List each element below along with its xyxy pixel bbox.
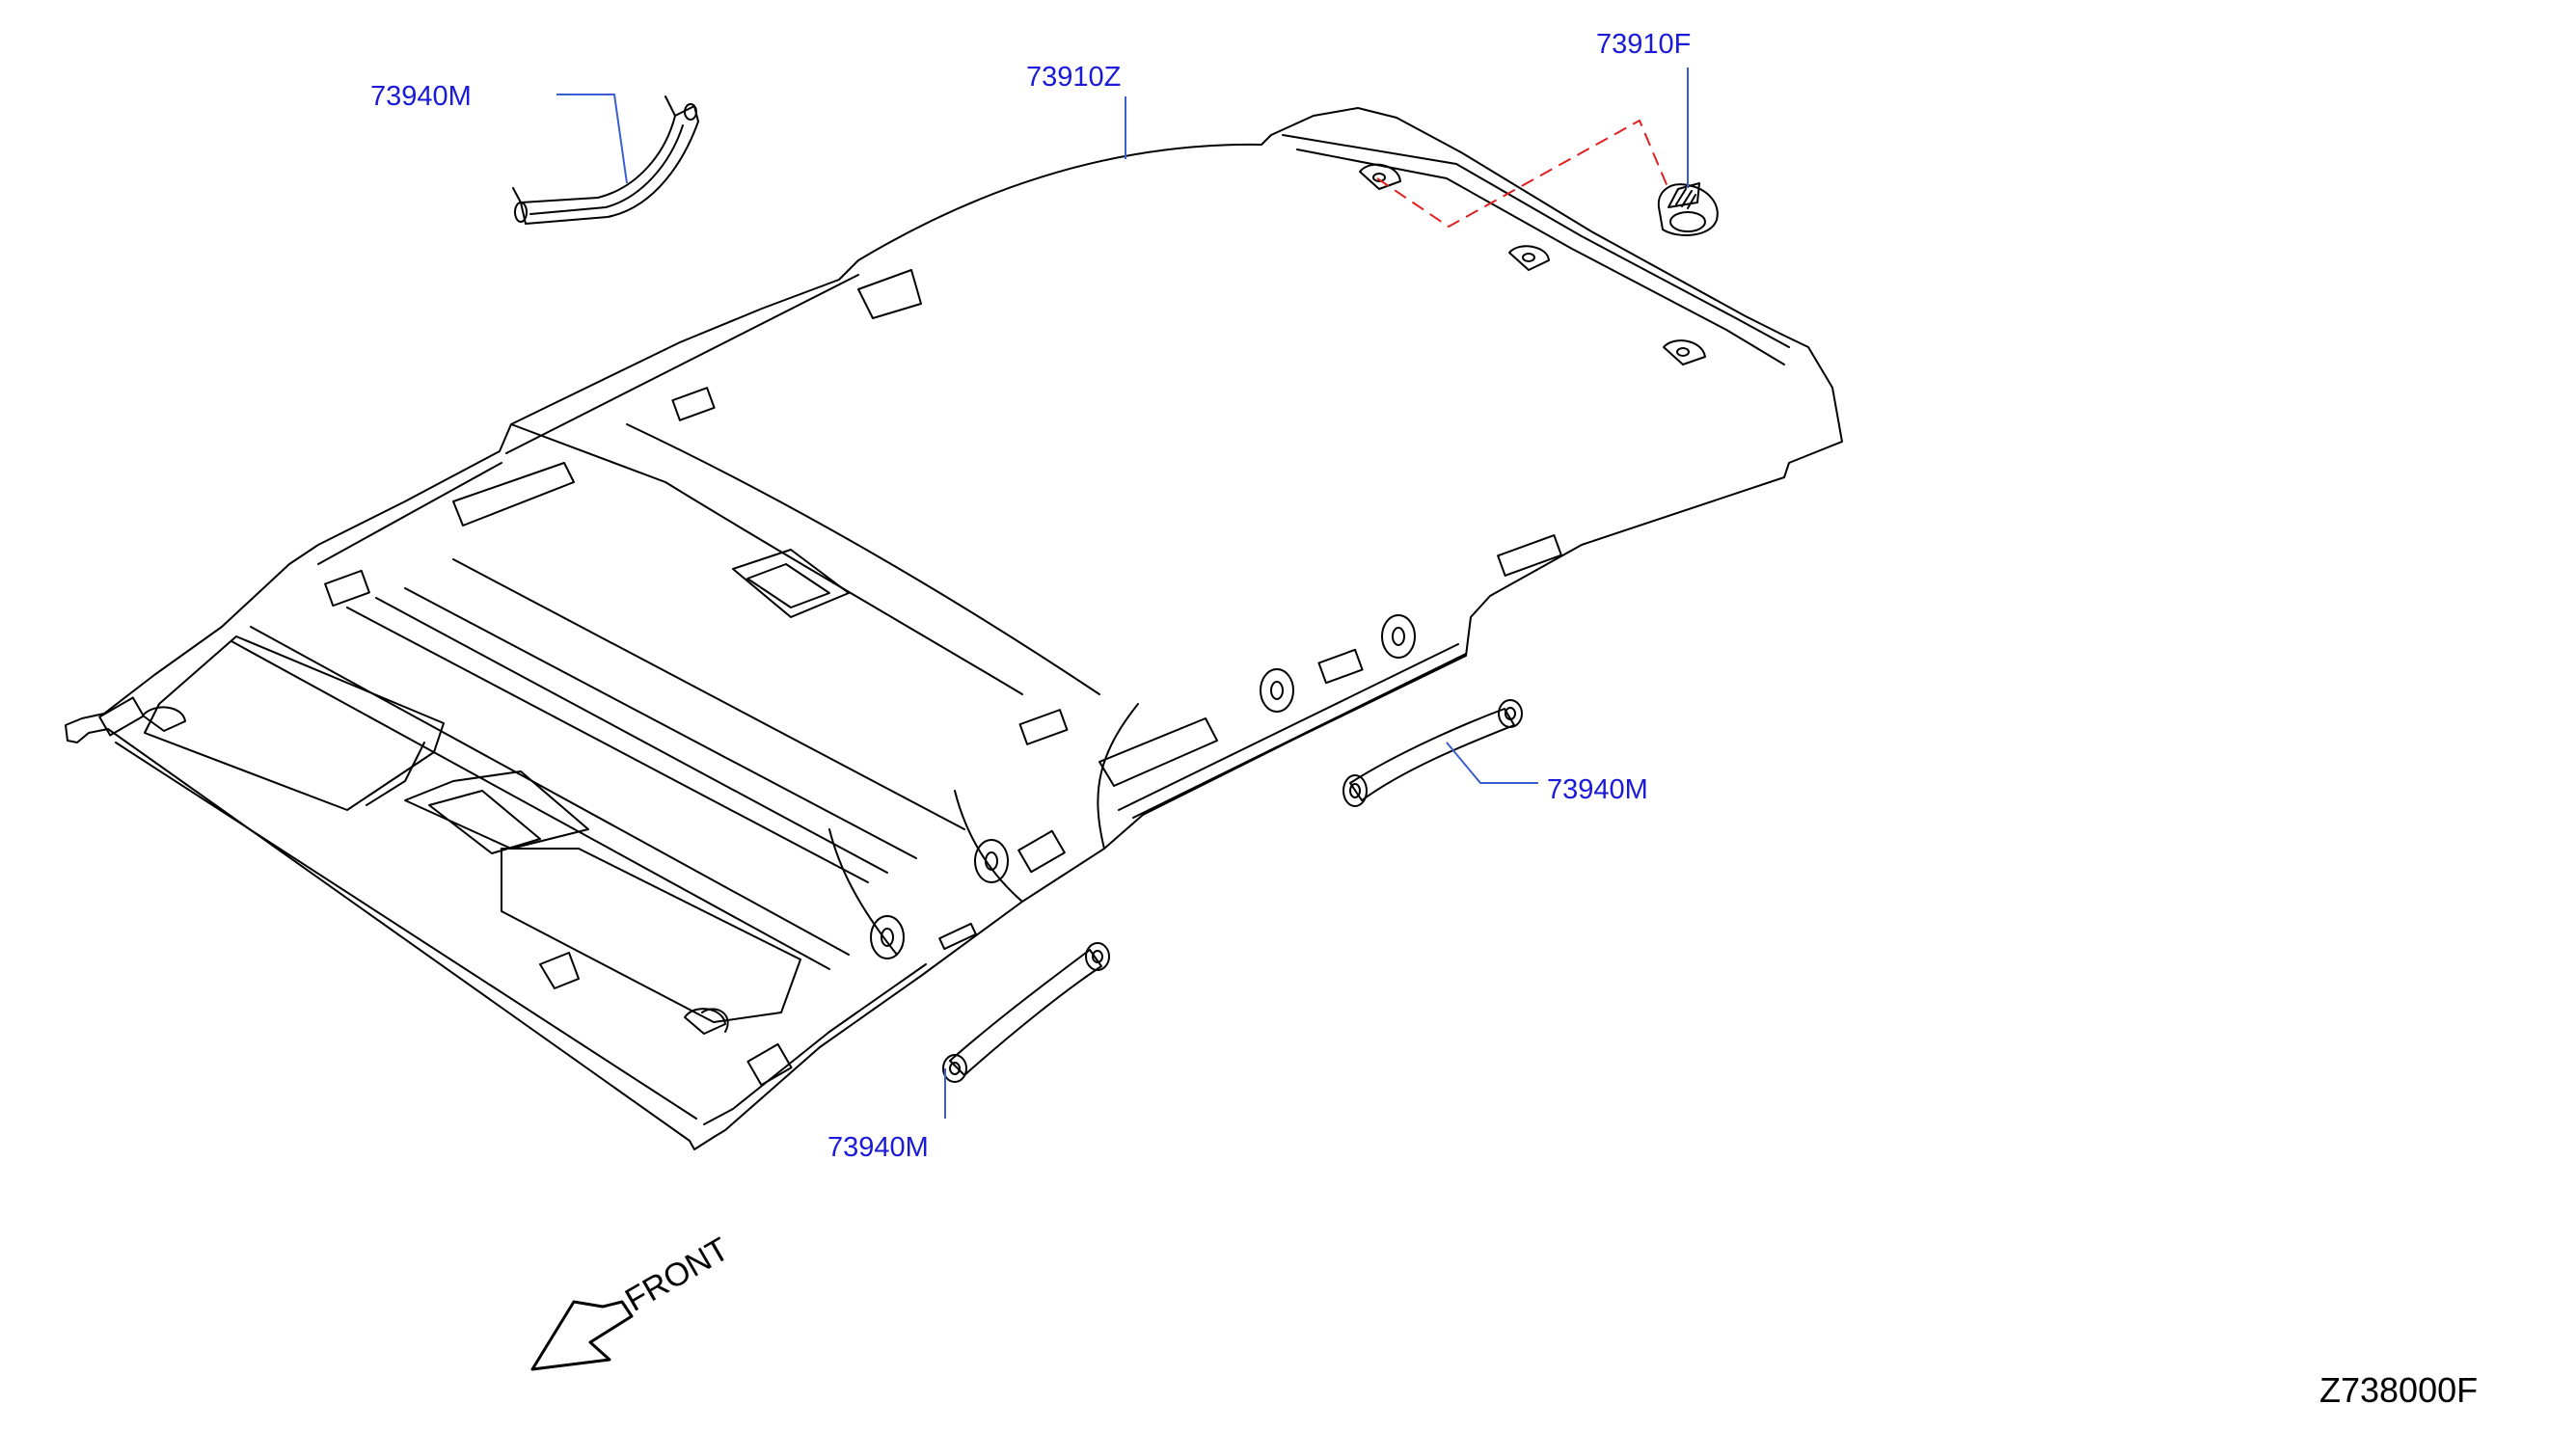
headlining-outline	[65, 107, 1843, 1150]
diagram-code: Z738000F	[2319, 1370, 2479, 1410]
assist-grip-front	[942, 942, 1110, 1083]
front-arrow	[530, 1300, 634, 1371]
callout-73940m-front: 73940M	[827, 1132, 929, 1163]
headlining-panel	[65, 107, 1843, 1150]
callout-73910z: 73910Z	[1026, 62, 1122, 93]
assist-grip-right	[1342, 699, 1523, 807]
callout-73940m-rear: 73940M	[370, 81, 472, 112]
clip-part	[1657, 182, 1719, 236]
assist-grip-rear	[512, 95, 699, 225]
callout-73910f: 73910F	[1596, 29, 1692, 60]
leader-grip-right	[1446, 742, 1538, 784]
clip-dashed-link	[1376, 119, 1669, 229]
callout-73940m-right: 73940M	[1547, 774, 1648, 805]
leader-grip-rear	[556, 94, 628, 184]
